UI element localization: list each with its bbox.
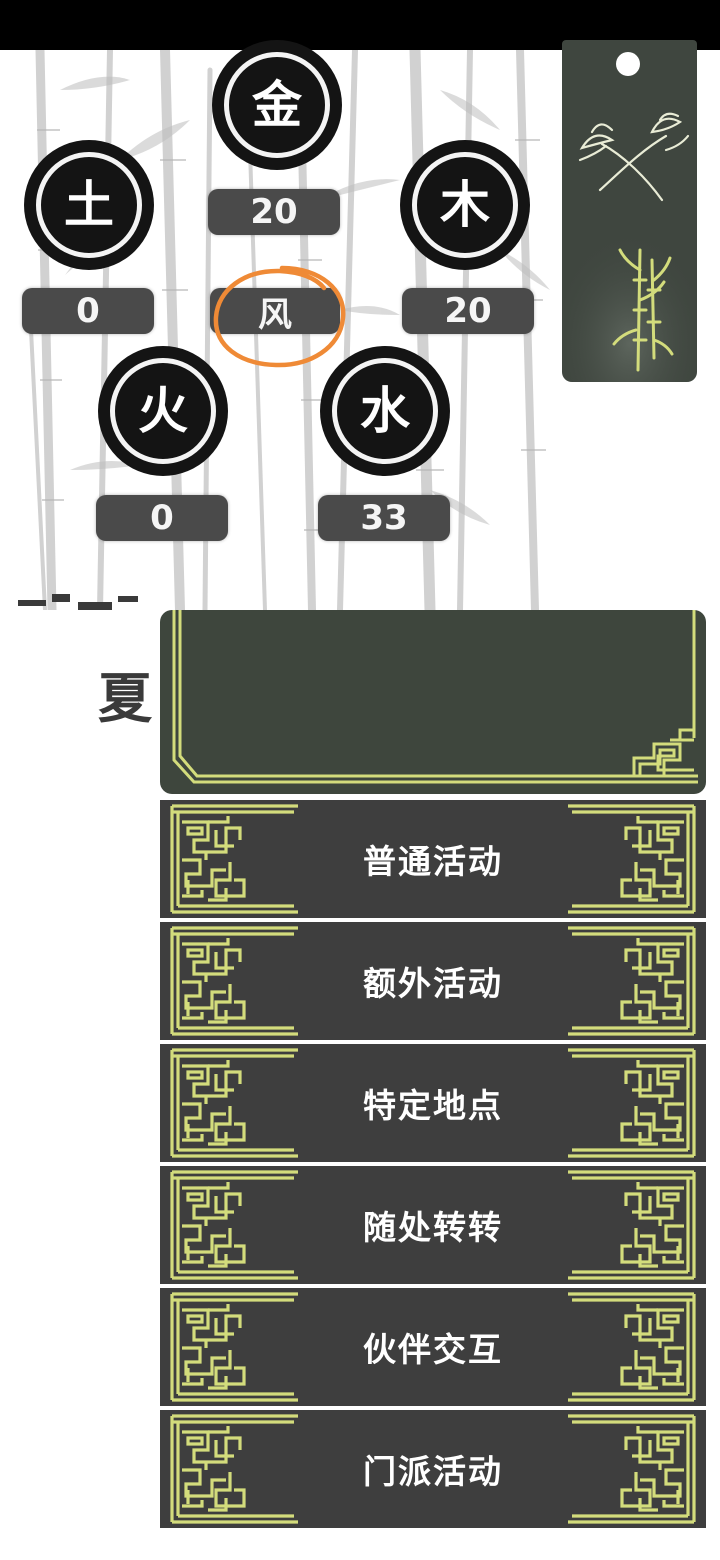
fret-ornament-icon: [170, 1292, 300, 1402]
fret-ornament-icon: [170, 1414, 300, 1524]
menu-item-label: 随处转转: [363, 1208, 503, 1247]
fret-ornament-icon: [566, 1414, 696, 1524]
water-element-label: 水: [332, 358, 438, 464]
earth-value: 0: [22, 288, 154, 334]
earth-element-badge: 土: [24, 140, 154, 270]
fret-ornament-icon: [170, 926, 300, 1036]
display-board: [160, 610, 706, 794]
bookmark-card[interactable]: [562, 40, 697, 382]
season-label: 夏: [98, 667, 152, 730]
bamboo-icon: [612, 248, 674, 372]
orchid-icon: [578, 112, 690, 202]
fret-ornament-icon: [566, 926, 696, 1036]
fret-ornament-icon: [566, 804, 696, 914]
menu-item-companion-interaction[interactable]: 伙伴交互: [160, 1288, 706, 1406]
earth-element-label: 土: [36, 152, 142, 258]
metal-element-badge: 金: [212, 40, 342, 170]
fire-element-label: 火: [110, 358, 216, 464]
menu-item-regular-activity[interactable]: 普通活动: [160, 800, 706, 918]
menu-item-label: 伙伴交互: [363, 1330, 503, 1369]
wind-label: 风: [210, 288, 340, 335]
wood-element-label: 木: [412, 152, 518, 258]
menu-item-label: 特定地点: [363, 1086, 503, 1125]
metal-value: 20: [208, 189, 340, 235]
water-element-badge: 水: [320, 346, 450, 476]
fret-ornament-icon: [566, 1048, 696, 1158]
fire-value: 0: [96, 495, 228, 541]
wood-value: 20: [402, 288, 534, 334]
fret-ornament-icon: [566, 1170, 696, 1280]
metal-element-label: 金: [224, 52, 330, 158]
menu-item-label: 门派活动: [363, 1452, 503, 1491]
menu-item-wander-around[interactable]: 随处转转: [160, 1166, 706, 1284]
fire-element-badge: 火: [98, 346, 228, 476]
fret-ornament-icon: [170, 1170, 300, 1280]
wood-element-badge: 木: [400, 140, 530, 270]
menu-item-label: 普通活动: [363, 842, 503, 881]
menu-item-specific-location[interactable]: 特定地点: [160, 1044, 706, 1162]
partial-text-fragment: [18, 594, 138, 610]
menu-item-label: 额外活动: [363, 964, 503, 1003]
fret-ornament-icon: [170, 804, 300, 914]
menu-item-extra-activity[interactable]: 额外活动: [160, 922, 706, 1040]
fret-ornament-icon: [566, 1292, 696, 1402]
menu-item-sect-activity[interactable]: 门派活动: [160, 1410, 706, 1528]
water-value: 33: [318, 495, 450, 541]
bookmark-hole: [616, 52, 640, 76]
fret-ornament-icon: [170, 1048, 300, 1158]
